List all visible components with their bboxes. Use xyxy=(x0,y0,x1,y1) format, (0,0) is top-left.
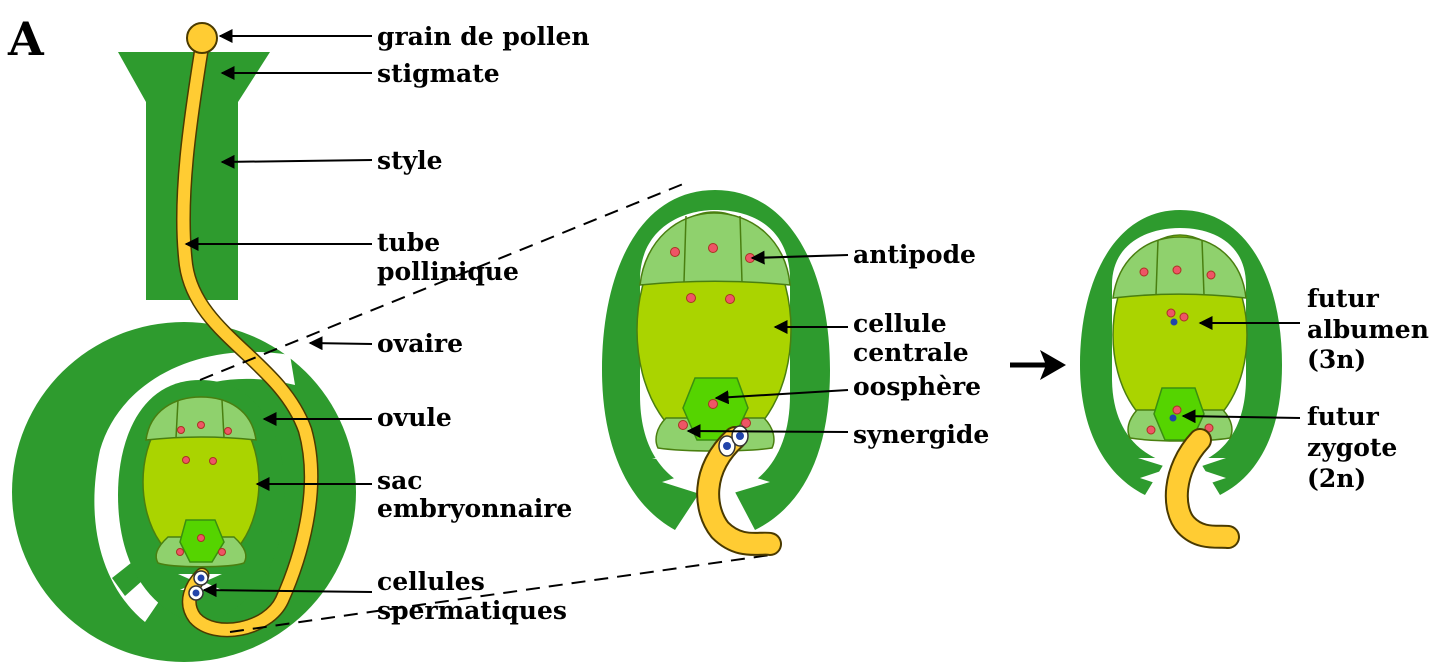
label-grain-de-pollen: grain de pollen xyxy=(377,22,590,51)
label-cellules-line2: spermatiques xyxy=(377,596,567,625)
label-tube-line1: tube xyxy=(377,228,440,257)
label-albumen-line3: (3n) xyxy=(1307,345,1366,374)
label-zygote-line3: (2n) xyxy=(1307,464,1366,493)
pollen-grain xyxy=(187,23,217,53)
label-albumen-line2: albumen xyxy=(1307,315,1429,344)
label-stigmate: stigmate xyxy=(377,59,500,88)
label-synergide: synergide xyxy=(853,420,989,449)
label-zygote-line2: zygote xyxy=(1307,433,1397,462)
label-centrale-line1: cellule xyxy=(853,309,947,338)
label-oosphere: oosphère xyxy=(853,372,981,401)
label-albumen-line1: futur xyxy=(1307,284,1380,313)
label-cellules-line1: cellules xyxy=(377,567,485,596)
label-sac-line2: embryonnaire xyxy=(377,494,572,523)
label-tube-line2: pollinique xyxy=(377,257,519,286)
label-ovaire: ovaire xyxy=(377,329,463,358)
panel-letter: A xyxy=(7,12,45,66)
label-centrale-line2: centrale xyxy=(853,338,969,367)
fertilized-ovule xyxy=(1080,210,1282,537)
transition-arrow xyxy=(1010,350,1066,380)
label-ovule: ovule xyxy=(377,403,452,432)
label-antipode: antipode xyxy=(853,240,976,269)
label-zygote-line1: futur xyxy=(1307,402,1380,431)
label-sac-line1: sac xyxy=(377,466,423,495)
ovule-detail xyxy=(602,190,830,544)
pistil xyxy=(12,23,356,662)
label-style: style xyxy=(377,146,443,175)
